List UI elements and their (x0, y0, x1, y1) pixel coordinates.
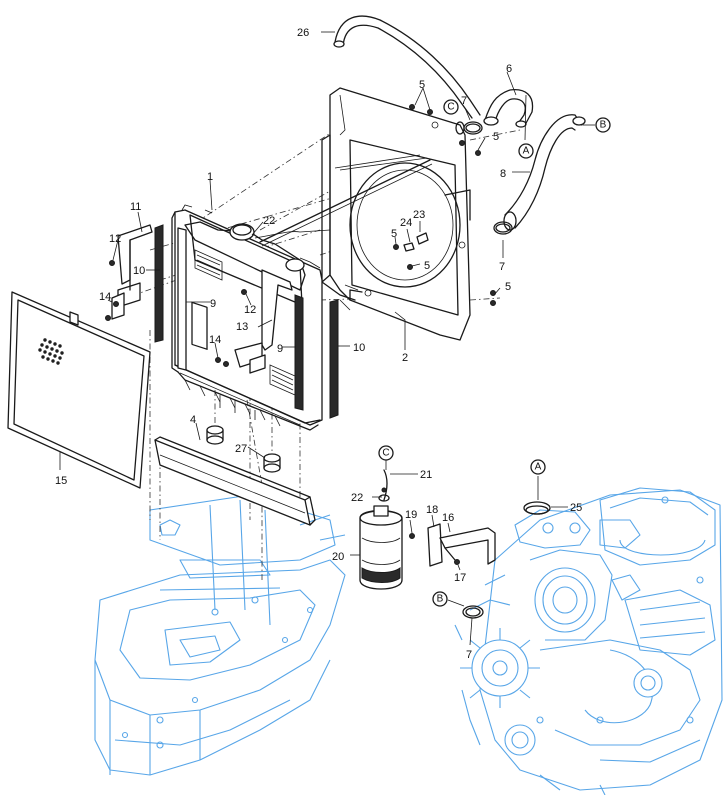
callout-6: 6 (506, 63, 512, 75)
connector-label: A (523, 146, 530, 157)
callout-11: 11 (130, 201, 141, 213)
hose-clamps (378, 121, 551, 619)
connector-c-top: C (443, 99, 459, 115)
hoses (333, 15, 586, 501)
callout-14: 14 (99, 291, 111, 303)
callout-26: 26 (297, 27, 309, 39)
callout-24: 24 (400, 217, 412, 229)
rubber-seals (154, 224, 339, 419)
connector-b-top: B (595, 117, 611, 133)
stay-rod (259, 159, 431, 243)
radiator-screen (7, 291, 151, 489)
callout-12: 12 (109, 233, 121, 245)
callout-20: 20 (332, 551, 344, 563)
connector-a-engine: A (530, 459, 546, 475)
connector-label: C (382, 448, 389, 459)
connector-label: B (600, 120, 607, 131)
callout-10: 10 (133, 265, 145, 277)
callout-9: 9 (210, 298, 216, 310)
callout-22: 22 (351, 492, 363, 504)
leader-lines (59, 31, 595, 646)
callout-14: 14 (209, 334, 221, 346)
callout-13: 13 (236, 321, 248, 333)
reservoir-brackets (427, 523, 496, 567)
callout-17: 17 (454, 572, 466, 584)
callout-5: 5 (391, 228, 397, 240)
callout-18: 18 (426, 504, 438, 516)
callout-5: 5 (493, 131, 499, 143)
callout-1: 1 (207, 171, 213, 183)
callout-7: 7 (461, 95, 467, 107)
callout-21: 21 (420, 469, 432, 481)
engine-outline (454, 487, 723, 795)
callout-5: 5 (505, 281, 511, 293)
callout-23: 23 (413, 209, 425, 221)
callout-15: 15 (55, 475, 67, 487)
connector-a-top: A (518, 143, 534, 159)
connector-c-tank: C (378, 445, 394, 461)
screen-vent-holes (38, 338, 64, 365)
fan-shroud (321, 87, 471, 341)
callout-12: 12 (244, 304, 256, 316)
bracket-left (111, 224, 153, 320)
lower-seal-and-mounts (154, 425, 316, 526)
connector-label: A (535, 462, 542, 473)
connector-b-engine: B (432, 591, 448, 607)
callout-4: 4 (190, 414, 196, 426)
connector-label: B (437, 594, 444, 605)
callout-5: 5 (424, 260, 430, 272)
callout-19: 19 (405, 509, 417, 521)
callout-27: 27 (235, 443, 247, 455)
callout-22: 22 (263, 215, 275, 227)
callout-16: 16 (442, 512, 454, 524)
bracket-right (234, 269, 293, 374)
connector-label: C (447, 102, 454, 113)
part-callouts: 1 2 4 5 5 5 5 5 6 7 7 7 8 9 9 10 10 11 1… (55, 27, 582, 661)
callout-25: 25 (570, 502, 582, 514)
fasteners (105, 104, 496, 565)
callout-8: 8 (500, 168, 506, 180)
reservoir-tank (359, 505, 403, 590)
radiator (171, 204, 331, 431)
machine-frame-outline (94, 494, 346, 776)
callout-2: 2 (402, 352, 408, 364)
callout-10: 10 (353, 342, 365, 354)
callout-7: 7 (499, 261, 505, 273)
callout-9: 9 (277, 343, 283, 355)
callout-5: 5 (419, 79, 425, 91)
callout-7: 7 (466, 649, 472, 661)
